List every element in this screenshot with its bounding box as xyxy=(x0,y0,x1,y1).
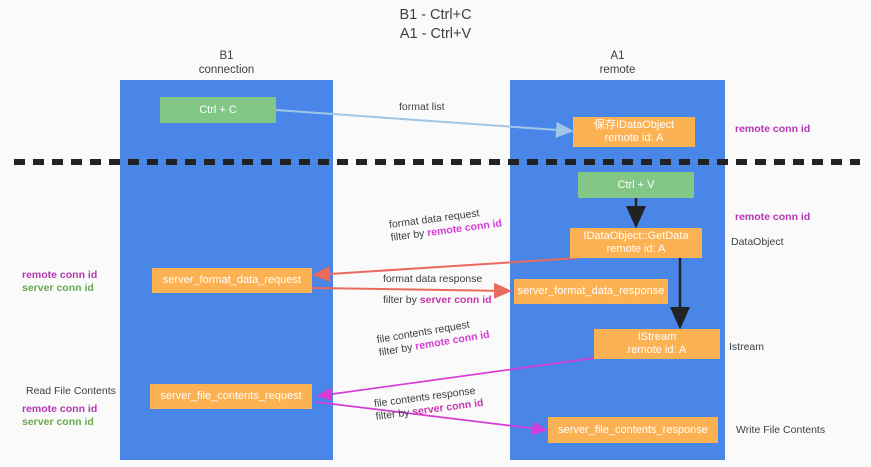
node-save-idataobject-sublabel: remote id: A xyxy=(604,132,664,144)
annotation-left-remote-conn-id-mid-text: remote conn id xyxy=(22,269,98,281)
node-server-file-contents-response-label: server_file_contents_response xyxy=(558,423,708,436)
annotation-remote-conn-id-mid: remote conn id xyxy=(735,211,810,224)
annotation-istream-text: Istream xyxy=(729,341,765,353)
node-idataobject-getdata-sublabel: remote id: A xyxy=(606,243,666,255)
annotation-read-file-contents-text: Read File Contents xyxy=(26,385,116,397)
annotation-istream: Istream xyxy=(729,341,764,354)
node-idataobject-getdata-label: IDataObject::GetData xyxy=(583,230,689,242)
annotation-remote-conn-id-top: remote conn id xyxy=(735,123,810,136)
edge-label-format-list-line1: format list xyxy=(399,101,445,113)
annotation-remote-conn-id-top-text: remote conn id xyxy=(735,123,811,135)
node-ctrl-c-label: Ctrl + C xyxy=(199,103,237,116)
annotation-write-file-contents: Write File Contents xyxy=(736,424,825,437)
annotation-left-conn-ids-bottom: remote conn id server conn id xyxy=(22,403,97,429)
node-istream-sublabel: remote id: A xyxy=(627,344,687,356)
node-istream[interactable]: IStream remote id: A xyxy=(594,329,720,359)
annotation-left-server-conn-id-mid-text: server conn id xyxy=(22,282,94,294)
edge-label-format-data-response: format data response filter by server co… xyxy=(383,273,492,307)
annotation-left-server-conn-id-bottom-text: server conn id xyxy=(22,416,94,428)
node-save-idataobject[interactable]: 保存IDataObject remote id: A xyxy=(573,117,695,147)
server-conn-id-token-2: server conn id xyxy=(419,294,492,306)
edge-label-format-list: format list xyxy=(399,101,445,114)
annotation-write-file-contents-text: Write File Contents xyxy=(736,424,826,436)
node-ctrl-c[interactable]: Ctrl + C xyxy=(160,97,276,123)
edge-label-format-data-response-line2: filter by server conn id xyxy=(383,294,492,307)
node-istream-label: IStream xyxy=(637,331,677,343)
node-server-format-data-request-label: server_format_data_request xyxy=(162,274,302,286)
node-server-file-contents-response[interactable]: server_file_contents_response xyxy=(548,417,718,443)
annotation-left-conn-ids-mid: remote conn id server conn id xyxy=(22,269,97,295)
annotation-left-remote-conn-id-bottom-text: remote conn id xyxy=(22,403,98,415)
node-server-file-contents-request-label: server_file_contents_request xyxy=(160,390,302,402)
annotation-remote-conn-id-mid-text: remote conn id xyxy=(735,211,811,223)
node-idataobject-getdata[interactable]: IDataObject::GetData remote id: A xyxy=(570,228,702,258)
annotation-read-file-contents: Read File Contents xyxy=(26,385,116,398)
node-ctrl-v-label: Ctrl + V xyxy=(617,178,655,191)
annotation-dataobject-text: DataObject xyxy=(731,236,784,248)
node-server-format-data-response-label: server_format_data_response xyxy=(517,285,665,297)
node-save-idataobject-label: 保存IDataObject xyxy=(593,119,675,131)
edge-label-format-data-response-line1: format data response xyxy=(383,273,483,285)
annotation-dataobject: DataObject xyxy=(731,236,784,249)
lane-header-b1: B1 connection xyxy=(198,50,255,76)
node-server-file-contents-request[interactable]: server_file_contents_request xyxy=(150,384,312,409)
node-server-format-data-request[interactable]: server_format_data_request xyxy=(152,268,312,293)
node-ctrl-v[interactable]: Ctrl + V xyxy=(578,172,694,198)
node-server-format-data-response[interactable]: server_format_data_response xyxy=(514,279,668,304)
filter-by-prefix-2: filter by xyxy=(383,294,420,306)
lane-header-a1: A1 remote xyxy=(599,50,636,76)
page-title: B1 - Ctrl+C A1 - Ctrl+V xyxy=(399,7,472,42)
